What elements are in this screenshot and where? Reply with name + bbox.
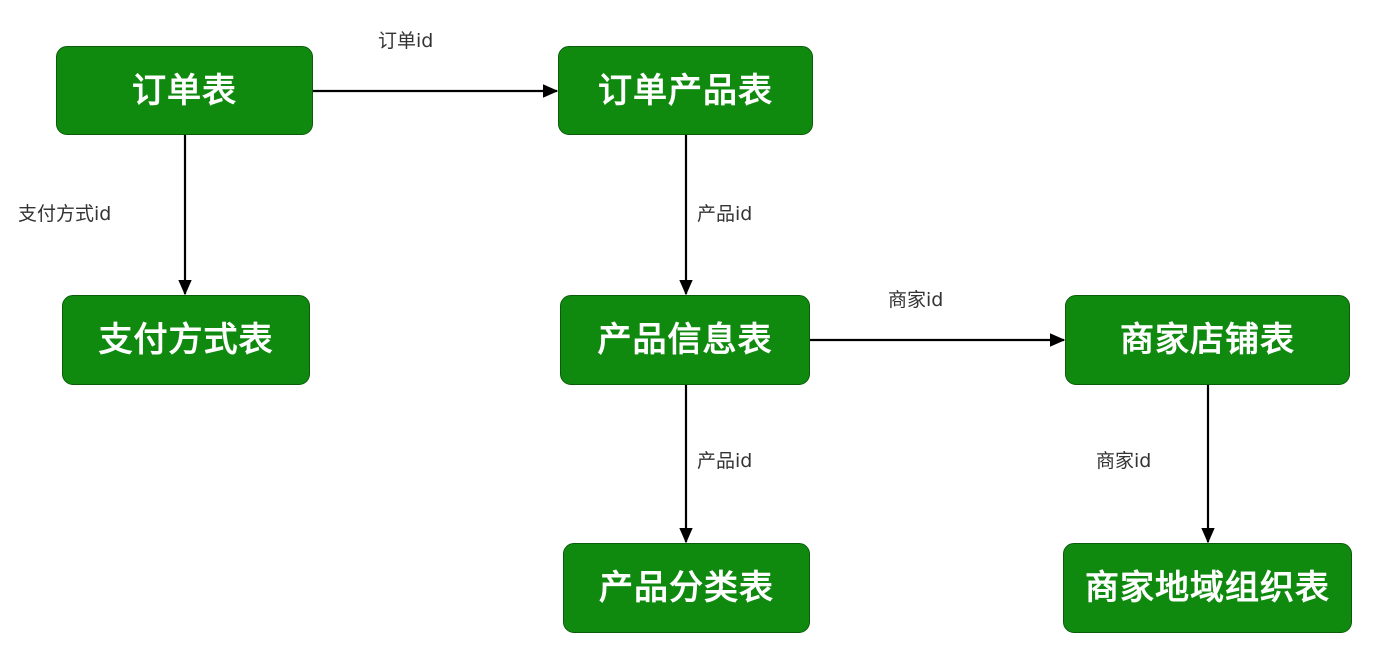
node-product-category[interactable]: 产品分类表 xyxy=(563,543,810,633)
node-product-info-label: 产品信息表 xyxy=(597,320,773,360)
node-order-label: 订单表 xyxy=(132,70,237,111)
edge-label-payment-method-id: 支付方式id xyxy=(18,203,112,225)
node-order[interactable]: 订单表 xyxy=(56,46,313,135)
node-payment-method[interactable]: 支付方式表 xyxy=(62,295,310,385)
edge-label-product-id-lower: 产品id xyxy=(697,450,753,472)
node-order-product-label: 订单产品表 xyxy=(598,70,773,111)
node-product-category-label: 产品分类表 xyxy=(599,568,774,608)
node-product-info[interactable]: 产品信息表 xyxy=(560,295,810,385)
node-order-product[interactable]: 订单产品表 xyxy=(558,46,813,135)
node-merchant-region[interactable]: 商家地域组织表 xyxy=(1063,543,1352,633)
edge-label-order-id: 订单id xyxy=(378,30,434,52)
node-payment-method-label: 支付方式表 xyxy=(98,320,274,360)
node-merchant-region-label: 商家地域组织表 xyxy=(1085,568,1330,608)
edge-label-merchant-id-vertical: 商家id xyxy=(1096,450,1152,472)
edge-label-product-id-upper: 产品id xyxy=(697,203,753,225)
node-merchant-store[interactable]: 商家店铺表 xyxy=(1065,295,1350,385)
node-merchant-store-label: 商家店铺表 xyxy=(1120,320,1295,360)
edge-label-merchant-id-horizontal: 商家id xyxy=(888,289,944,311)
